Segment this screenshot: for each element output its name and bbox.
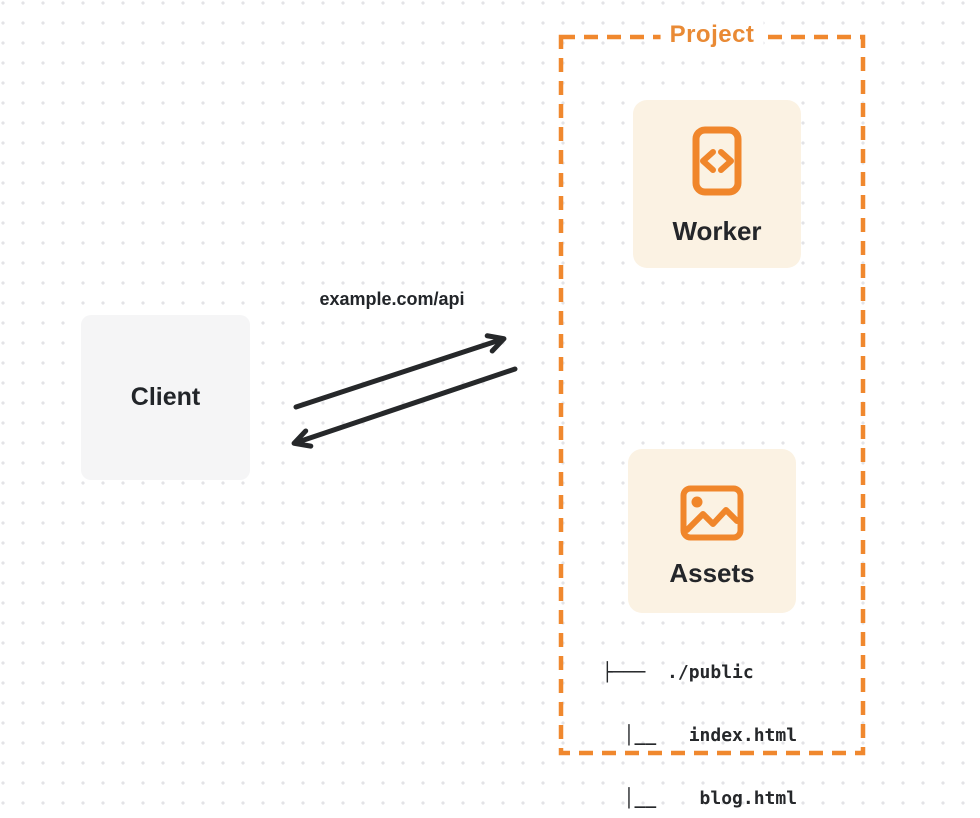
- worker-node: Worker: [633, 100, 801, 268]
- code-icon: [692, 126, 742, 196]
- client-node-label: Client: [130, 383, 201, 411]
- client-node: Client: [81, 315, 250, 480]
- image-icon: [680, 485, 744, 541]
- file-tree-line-index: │__ index.html: [602, 725, 798, 746]
- assets-node: Assets: [628, 449, 796, 613]
- file-tree-line-blog: │__ blog.html: [602, 788, 798, 809]
- assets-node-label: Assets: [669, 558, 755, 588]
- worker-node-label: Worker: [672, 216, 762, 246]
- request-arrow: [293, 333, 507, 410]
- response-arrow: [291, 366, 518, 449]
- project-boundary-label: Project: [660, 20, 764, 50]
- request-url-label: example.com/api: [319, 289, 465, 309]
- assets-file-tree: ├─── ./public │__ index.html │__ blog.ht…: [602, 620, 808, 818]
- file-tree-line-public: ├─── ./public: [602, 662, 754, 683]
